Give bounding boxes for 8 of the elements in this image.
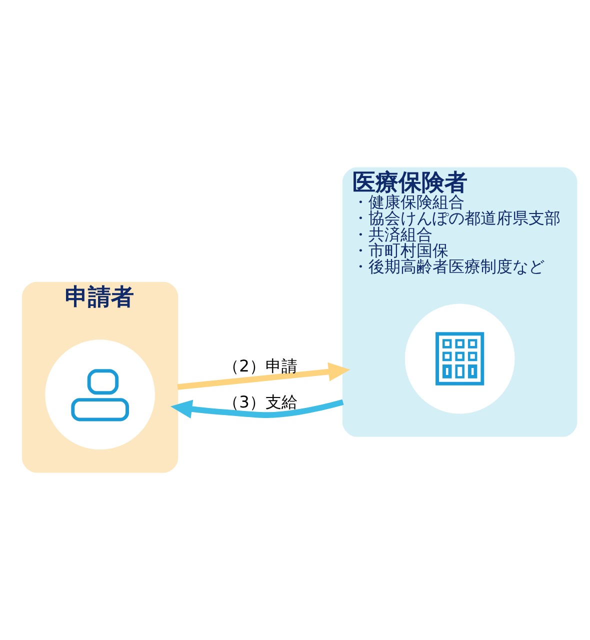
arrow [170,399,344,419]
edge-label: （2）申請 [223,356,298,376]
cluster: 申請者 [22,282,178,473]
node-person [45,340,156,450]
edge-label: （3）支給 [223,392,298,412]
arrow [177,362,350,390]
node-building [404,304,515,414]
cluster: 医療保険者 ・健康保険組合 ・協会けんぽの都道府県支部 ・共済組合 ・市町村国保 ・後期高齢者医療制度など [342,167,578,437]
